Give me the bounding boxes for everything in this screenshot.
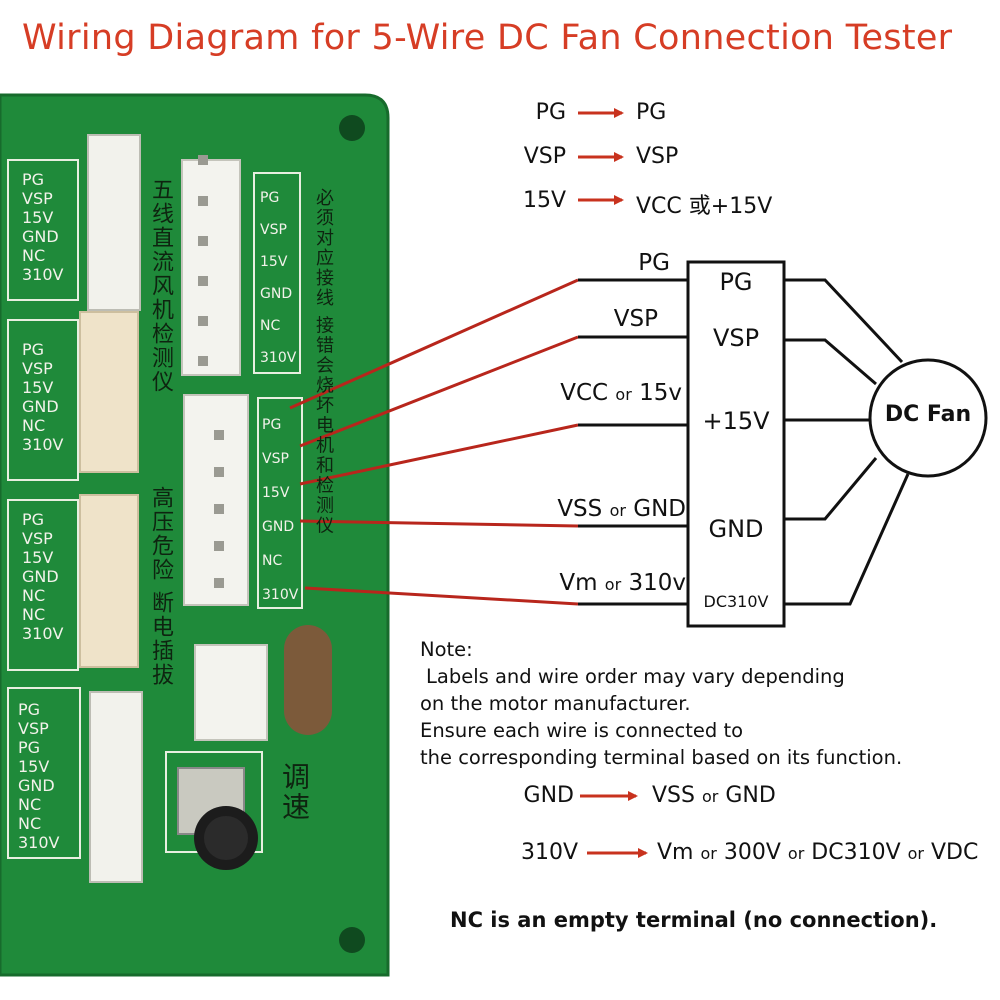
pcb-chinese-high-voltage: 高压危险 断电插拔 <box>148 486 173 687</box>
terminal-lines <box>578 278 688 606</box>
note-line: the corresponding terminal based on its … <box>420 746 903 769</box>
bottom-mapping-arrows <box>580 791 648 858</box>
pcb-board <box>0 93 390 977</box>
map-from-15v: 15V <box>522 188 566 213</box>
wire-vm <box>304 586 579 606</box>
map-from-pg: PG <box>535 100 566 125</box>
map-to-vcc: VCC 或+15V <box>636 194 773 219</box>
pcb-chinese-speed: 调速 <box>278 762 311 822</box>
connector <box>183 394 249 606</box>
map-to-vsp: VSP <box>636 144 679 169</box>
note-line: Labels and wire order may vary depending <box>426 665 845 688</box>
note-heading: Note: <box>420 638 473 661</box>
mount-hole <box>339 927 365 953</box>
map-to-pg: PG <box>636 100 667 125</box>
box-terminal-dc310v: DC310V <box>703 592 769 611</box>
box-terminal-pg: PG <box>719 268 753 296</box>
board-slot <box>284 625 332 735</box>
dc-fan-circle <box>868 358 988 478</box>
connector <box>194 644 268 741</box>
wire-gnd <box>299 519 579 528</box>
bottom-map-to-310v: Vm or 300V or DC310V or VDC <box>657 840 979 865</box>
connector <box>181 159 241 376</box>
wire-vsp <box>299 335 579 448</box>
top-mapping-arrows <box>578 108 624 205</box>
dc-fan-label: DC Fan <box>884 402 972 427</box>
diagram-title: Wiring Diagram for 5-Wire DC Fan Connect… <box>22 18 953 58</box>
note-line: on the motor manufacturer. <box>420 692 691 715</box>
wire-vcc <box>299 423 579 486</box>
nc-note: NC is an empty terminal (no connection). <box>450 908 938 932</box>
box-terminal-15v: +15V <box>702 407 770 435</box>
note-block: Note: Labels and wire order may vary dep… <box>420 636 902 771</box>
box-terminal-vsp: VSP <box>712 324 760 352</box>
pcb-chinese-warning: 必须对应接线 接错会烧坏电机和检测仪 <box>313 188 334 536</box>
connector <box>89 691 143 883</box>
map-from-vsp: VSP <box>523 144 566 169</box>
terminal-label-vcc: VCC or 15v <box>560 380 682 406</box>
terminal-box <box>686 260 786 628</box>
terminal-label-vm: Vm or 310v <box>559 570 686 596</box>
box-terminal-gnd: GND <box>708 515 764 543</box>
red-wires <box>289 278 579 606</box>
bottom-map-to-gnd: VSS or GND <box>652 783 776 808</box>
mount-hole <box>339 115 365 141</box>
terminal-label-vss: VSS or GND <box>557 496 686 522</box>
note-line: Ensure each wire is connected to <box>420 719 744 742</box>
connector <box>79 311 139 473</box>
connector <box>87 134 141 311</box>
fan-connections <box>784 278 910 606</box>
connector <box>79 494 139 668</box>
bottom-map-from-310v: 310V <box>520 840 578 865</box>
pcb-chinese-title: 五线直流风机检测仪 <box>148 178 173 394</box>
terminal-label-vsp: VSP <box>613 306 658 332</box>
bottom-map-from-gnd: GND <box>523 783 574 808</box>
wire-pg <box>289 278 579 410</box>
terminal-label-pg: PG <box>638 250 670 276</box>
